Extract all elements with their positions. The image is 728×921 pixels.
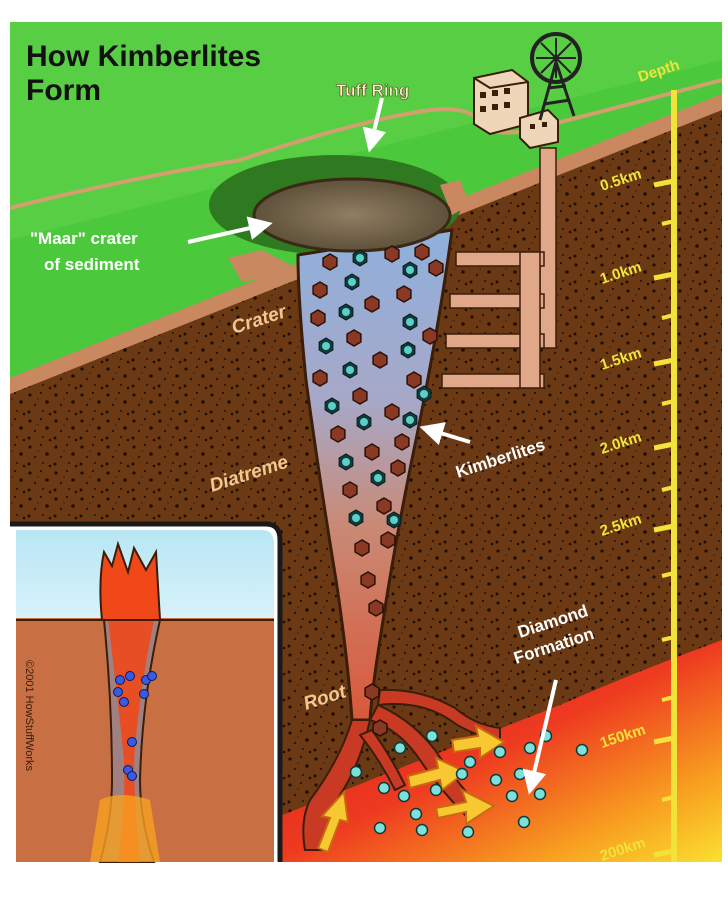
kimberlite-crystal	[372, 719, 388, 737]
diamond-crystal	[377, 781, 391, 795]
kimberlite-crystal	[310, 309, 326, 327]
diamond-crystal	[489, 773, 503, 787]
diamond-crystal	[455, 767, 469, 781]
inset-diamond	[119, 697, 129, 707]
annotation-arrows	[187, 97, 558, 795]
kimberlite-crystal	[352, 387, 368, 405]
kimberlite-crystal	[354, 539, 370, 557]
depth-tick	[653, 357, 675, 367]
kimberlite-crystal	[406, 371, 422, 389]
magma-arrows	[316, 724, 506, 854]
diamond-crystal	[463, 755, 477, 769]
diamond-crystal	[517, 815, 531, 829]
depth-tick	[653, 271, 675, 281]
kimberlite-crystal	[384, 245, 400, 263]
diamond-crystals	[349, 729, 589, 839]
inset-diamond	[125, 671, 135, 681]
kimberlite-crystal	[312, 281, 328, 299]
kimberlite-crystal	[346, 329, 362, 347]
kimberlite-crystal	[364, 295, 380, 313]
kimberlite-crystal	[322, 253, 338, 271]
diamond-crystal	[425, 729, 439, 743]
label-maar-line-2: of sediment	[44, 255, 140, 274]
title-line-2: Form	[26, 74, 101, 107]
diamond-crystal	[523, 741, 537, 755]
inset-diamond	[139, 689, 149, 699]
kimberlite-crystal	[360, 571, 376, 589]
inset-eruption	[99, 540, 162, 621]
inset-diamond	[127, 737, 137, 747]
depth-tick	[653, 178, 675, 188]
mine-headframe	[530, 32, 582, 121]
depth-tick	[653, 441, 675, 451]
kimberlite-crystal	[312, 369, 328, 387]
diamond-crystal	[393, 741, 407, 755]
kimberlite-crystal	[330, 425, 346, 443]
mine-shaft	[441, 147, 557, 389]
diamond-crystal	[429, 783, 443, 797]
kimberlite-crystal	[394, 433, 410, 451]
kimberlite-crystal	[396, 285, 412, 303]
diamond-crystal	[513, 767, 527, 781]
kimberlite-crystals	[310, 243, 444, 737]
inset-diamond	[113, 687, 123, 697]
kimberlite-crystal	[380, 531, 396, 549]
label-maar-line-1: "Maar" crater	[30, 229, 138, 248]
mine-building	[473, 68, 559, 150]
diamond-crystal	[415, 823, 429, 837]
inset-panel	[10, 521, 283, 863]
kimberlite-crystal	[364, 443, 380, 461]
kimberlite-crystal	[422, 327, 438, 345]
label-tuff-ring: Tuff Ring	[336, 81, 409, 100]
diamond-crystal	[575, 743, 589, 757]
diamond-crystal	[493, 745, 507, 759]
inset-diamond	[147, 671, 157, 681]
kimberlite-crystal	[342, 481, 358, 499]
maar-crater	[252, 177, 452, 253]
diamond-crystal	[397, 789, 411, 803]
kimberlite-crystal	[364, 683, 380, 701]
diamond-crystal	[409, 807, 423, 821]
diamond-crystal	[349, 765, 363, 779]
inset-diamond	[127, 771, 137, 781]
depth-tick	[653, 523, 675, 533]
kimberlite-crystal	[368, 599, 384, 617]
diamond-crystal	[373, 821, 387, 835]
title-line-1: How Kimberlites	[26, 40, 261, 73]
kimberlite-crystal	[428, 259, 444, 277]
depth-tick	[653, 735, 675, 745]
kimberlite-crystal	[384, 403, 400, 421]
kimberlite-crystal	[376, 497, 392, 515]
kimberlite-crystal	[372, 351, 388, 369]
depth-tick	[653, 848, 675, 858]
diamond-crystal	[505, 789, 519, 803]
diamond-crystal	[461, 825, 475, 839]
copyright: ©2001 HowStuffWorks	[23, 660, 35, 772]
diamond-crystal	[533, 787, 547, 801]
kimberlite-crystal	[414, 243, 430, 261]
inset-diamond	[115, 675, 125, 685]
kimberlite-crystal	[390, 459, 406, 477]
